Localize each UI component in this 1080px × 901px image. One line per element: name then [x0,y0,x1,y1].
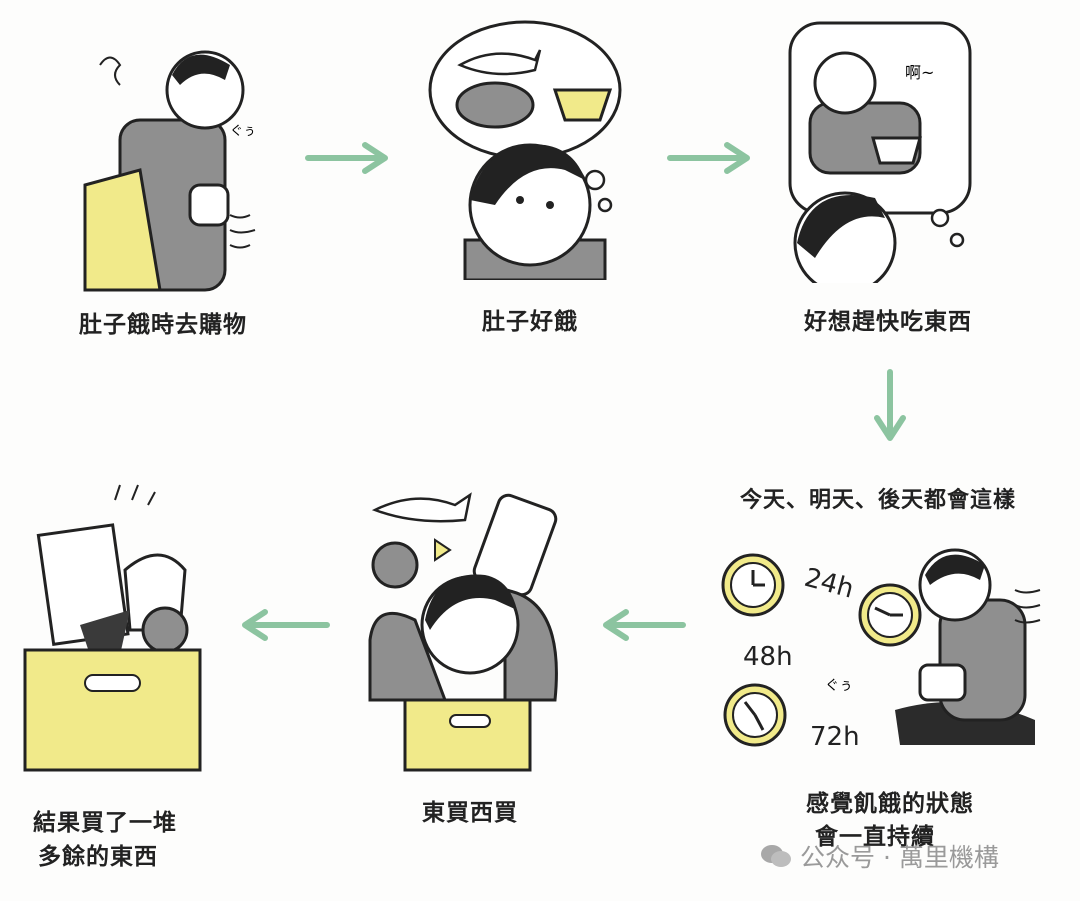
arrow-left-icon [603,609,686,641]
arrow-left-icon [242,609,330,641]
hunger-sound-text: ぐぅ [230,124,256,139]
step-6-caption-line1: 結果買了一堆 [33,810,177,836]
step-2-caption: 肚子好餓 [482,309,578,335]
impulse-buying-illustration [368,492,558,772]
hungry-shopper-illustration: ぐぅ [83,50,256,292]
hours-72-label: 72h [810,722,860,752]
hours-24-label: 24h [801,563,857,605]
clock-icon [858,583,922,647]
wechat-icon [761,845,791,867]
step-3-caption: 好想趕快吃東西 [804,309,972,335]
hunger-sound-text: ぐぅ [825,678,853,694]
step-4-caption-line2: 會一直持續 [815,824,935,850]
step-1-caption: 肚子餓時去購物 [79,312,247,338]
step-5-caption: 東買西買 [422,800,518,826]
watermark-text: 公众号 · 萬里機構 [800,843,999,872]
watermark: 公众号 · 萬里機構 [760,838,999,874]
arrow-right-icon [667,142,750,174]
eating-sound-text: 啊~ [905,63,934,82]
step-4-caption-line1: 感覺飢餓的狀態 [806,791,974,817]
clock-icon [721,553,785,617]
step-6-caption-line2: 多餘的東西 [38,844,158,870]
hungry-thinking-illustration [428,20,622,280]
arrow-right-icon [305,142,388,174]
overflowing-basket-illustration [23,484,202,772]
craving-food-illustration: 啊~ [788,21,972,283]
hours-48-label: 48h [743,642,793,672]
arrow-down-icon [874,369,906,441]
days-pass-illustration: 24h 48h 72h ぐぅ [721,548,1041,752]
clock-icon [723,683,787,747]
step-4-top-caption: 今天、明天、後天都會這樣 [739,488,1017,513]
